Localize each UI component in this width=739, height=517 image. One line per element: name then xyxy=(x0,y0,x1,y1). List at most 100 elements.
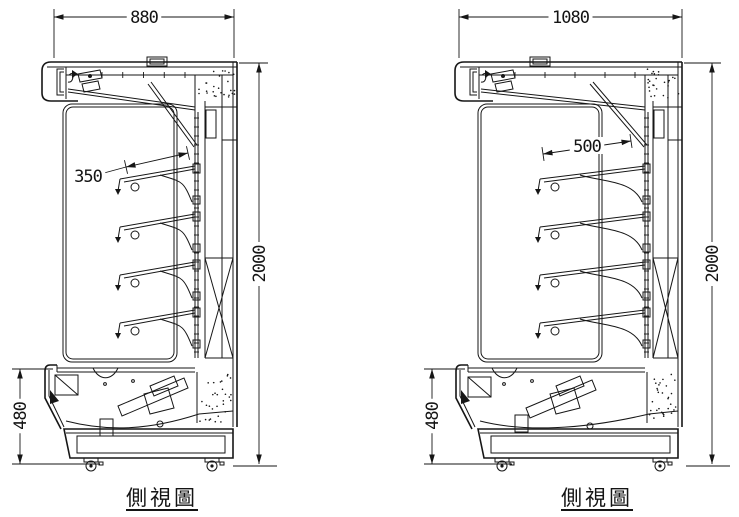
side-panel-outer xyxy=(477,103,603,363)
shelf-bracket xyxy=(159,222,193,251)
insulation-dot xyxy=(656,389,659,391)
shelf-front-roller xyxy=(130,326,140,336)
insulation-dot xyxy=(227,96,230,98)
drain-fitting xyxy=(514,414,529,433)
dimension-width-label: 880 xyxy=(130,8,158,28)
soffit-slope xyxy=(67,88,196,108)
insulation-dot xyxy=(216,393,219,396)
dimension-base-height-label: 480 xyxy=(11,401,31,429)
side-panel xyxy=(477,103,603,363)
canopy-vent-inner xyxy=(532,58,548,65)
shelf-mount-clip xyxy=(192,211,201,222)
shelf-ticket-clip xyxy=(535,333,541,339)
canopy xyxy=(454,56,682,148)
insulation-dot xyxy=(656,409,658,412)
insulation-dot xyxy=(223,93,225,96)
shelves xyxy=(115,163,201,349)
insulation-dot xyxy=(215,95,217,98)
dimension-label-mask xyxy=(250,242,267,286)
insulation-dot xyxy=(204,418,207,421)
dim-extension-tick xyxy=(186,146,190,160)
insulation-dot xyxy=(658,384,660,386)
insulation-dot xyxy=(224,410,227,413)
side-panel xyxy=(62,103,178,363)
insulation-dot xyxy=(653,378,656,381)
caster-wheel xyxy=(206,460,218,472)
shelf-bracket xyxy=(579,270,643,299)
caster-mount xyxy=(494,457,510,463)
canopy-vent xyxy=(146,56,168,67)
insulation-dot xyxy=(669,403,672,405)
insulation-dot xyxy=(663,81,666,84)
insulation-dot xyxy=(199,420,201,422)
shelf-mount-clip xyxy=(642,307,651,318)
insulation-dot xyxy=(673,409,675,411)
screw-dot xyxy=(502,382,506,386)
insulation-dot xyxy=(212,70,215,73)
insulation-dot xyxy=(670,412,673,414)
insulation-dot xyxy=(220,91,222,94)
dimension-arrow xyxy=(459,14,469,20)
caster-bolt xyxy=(98,461,104,466)
shelf-ticket-clip xyxy=(115,189,121,195)
insulation-dot xyxy=(201,400,203,403)
insulation-dot xyxy=(654,382,657,384)
view-caption-left: 側視圖 xyxy=(126,486,198,510)
shelf-bottom-line xyxy=(123,312,196,327)
compressor-box xyxy=(143,387,175,415)
dim-extension-tick xyxy=(629,134,633,148)
dimension-arrow xyxy=(621,139,631,146)
caster-wheel xyxy=(654,460,666,472)
insulation-dot xyxy=(662,94,665,97)
insulation-dot xyxy=(648,80,651,82)
base-unit xyxy=(44,364,234,472)
base-unit xyxy=(455,364,679,472)
air-duct-diagonal xyxy=(147,83,195,148)
compressor-port xyxy=(156,420,164,428)
insulation-dot xyxy=(667,85,669,87)
shelf-mount-clip xyxy=(642,291,651,301)
caster-mount xyxy=(83,457,99,463)
lamp-wedge xyxy=(485,70,491,78)
front-channel-inner xyxy=(59,71,64,93)
canopy-front-outline xyxy=(454,61,493,102)
insulation-dot xyxy=(206,92,208,94)
shelf-ticket-clip xyxy=(535,237,541,243)
caster-hub xyxy=(89,464,93,468)
insulation-dot xyxy=(228,396,231,398)
insulation-dot xyxy=(230,393,232,396)
air-duct-diagonal xyxy=(592,81,648,146)
caster xyxy=(83,457,104,472)
dimension-shelf-depth: 350 xyxy=(70,146,190,187)
dimension-arrow xyxy=(256,63,262,73)
soffit-slope xyxy=(480,91,646,111)
insulation-dot xyxy=(677,92,680,95)
insulation-dot xyxy=(232,73,235,76)
insulation-dot xyxy=(222,400,225,402)
caster-wheel xyxy=(85,460,97,472)
insulation-dot xyxy=(217,87,220,90)
insulation-dot xyxy=(657,74,660,76)
insulation-dot xyxy=(670,373,673,376)
shelf-mount-clip xyxy=(642,339,651,349)
insulation-dot xyxy=(651,400,654,403)
dimension-arrow xyxy=(256,454,262,464)
insulation-dot xyxy=(662,415,665,418)
insulation-dot xyxy=(647,78,650,81)
caster-mount xyxy=(652,457,668,463)
caster-bolt xyxy=(667,461,673,466)
shelf-front-roller xyxy=(550,326,560,336)
insulation-dot xyxy=(213,95,216,97)
insulation-dot xyxy=(667,407,670,410)
base-nose-outline xyxy=(455,364,473,430)
insulation-dot xyxy=(672,76,674,79)
insulation-dot xyxy=(674,77,676,80)
air-duct-diagonal xyxy=(589,83,645,148)
insulation-dot xyxy=(667,396,670,399)
insulation-dot xyxy=(661,392,664,394)
caster-bolt xyxy=(219,461,225,466)
condensate-tray xyxy=(479,410,679,429)
screw-dot xyxy=(103,382,107,386)
